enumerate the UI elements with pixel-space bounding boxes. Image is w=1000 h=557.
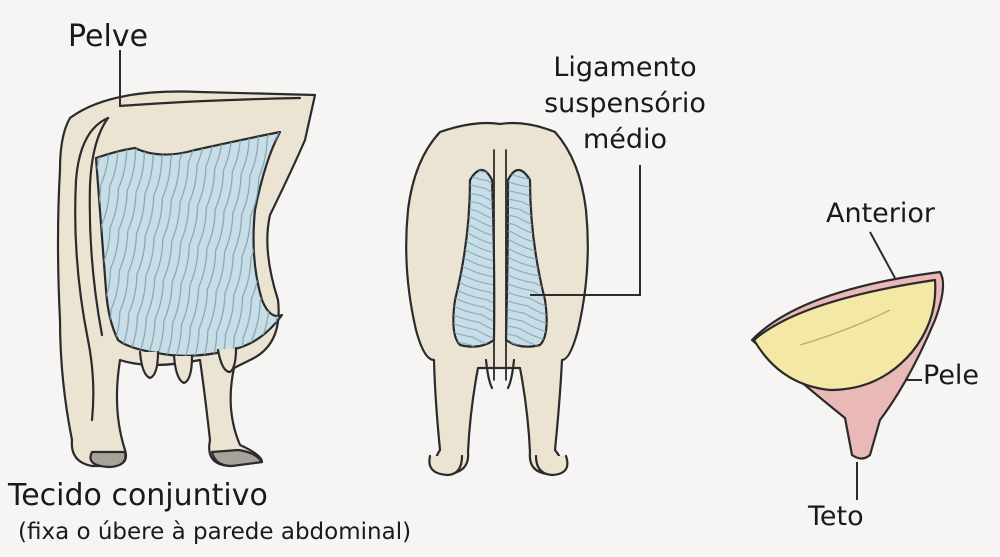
teto-label: Teto (808, 503, 864, 530)
cow-side-view-icon (58, 92, 315, 467)
ligamento-line-3: médio (520, 122, 730, 158)
anterior-label: Anterior (826, 200, 935, 227)
udder-cross-section-icon (752, 272, 943, 459)
tecido-note: (fixa o úbere à parede abdominal) (18, 521, 411, 544)
ligamento-line-2: suspensório (520, 86, 730, 122)
tecido-label: Tecido conjuntivo (8, 481, 268, 511)
pelve-label: Pelve (68, 22, 148, 52)
anterior-pointer (870, 232, 895, 278)
ligamento-label: Ligamento suspensório médio (520, 50, 730, 158)
ligamento-line-1: Ligamento (520, 50, 730, 86)
pele-label: Pele (923, 362, 979, 389)
cow-rear-view-icon (406, 123, 588, 475)
